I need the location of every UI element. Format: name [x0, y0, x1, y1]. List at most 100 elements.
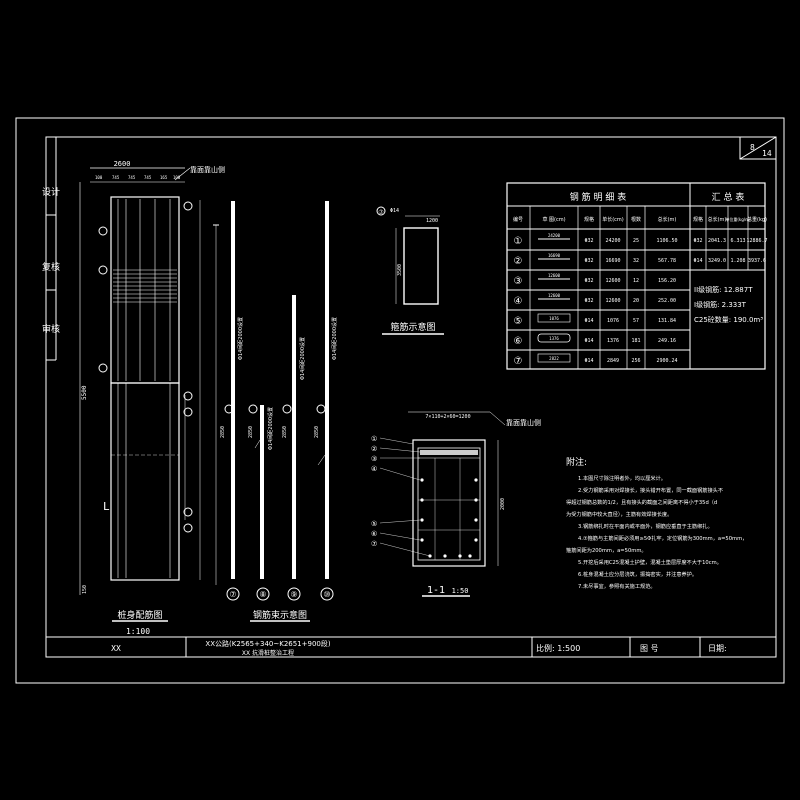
date-label: 日期: [708, 644, 727, 653]
summary-total: 2041.3 [708, 238, 726, 244]
rebar-header: 总长(m) [658, 216, 677, 223]
table-row: ④ 12600 Φ32 12600 20 252.00 [514, 293, 677, 307]
elevation-height-dim: 5500 [81, 385, 88, 400]
bar-10 [325, 201, 329, 579]
rebar-len: 1376 [607, 338, 619, 344]
scale-label: 比例: 1:500 [536, 643, 580, 653]
summary-total: 3249.0 [708, 258, 726, 264]
elevation-mid-label: L [103, 500, 110, 513]
summary-spec: Φ32 [693, 238, 702, 244]
drawing-no-label: 图 号 [640, 644, 659, 653]
summary-header: 总长(m) [708, 216, 727, 223]
bar-8 [260, 405, 264, 579]
stirrup-spec: Φ14 [390, 208, 399, 214]
strip-label-check: 复核 [42, 261, 60, 273]
note-line: 得超过钢筋总数的1/2，且有接头的截面之间距离不得小于35d（d [566, 498, 717, 506]
section-1-1: 7×110+2×60=1200 靠面靠山侧 2000 ① ② ③ ④ ⑤ ⑥ [371, 411, 541, 597]
rebar-len: 1076 [607, 318, 619, 324]
rebar-count: 256 [631, 358, 640, 364]
note-line: 为受力钢筋中较大直径），主筋有效焊接长度。 [566, 510, 672, 518]
stirrup-band [113, 269, 177, 303]
table-row: ③ 12600 Φ32 12600 12 156.20 [514, 273, 677, 287]
rebar-sketch: 16690 [548, 253, 561, 258]
bar-note-3: Φ14间距2000设置 [299, 337, 306, 380]
bar-note-1: Φ14间距2000设置 [237, 317, 244, 360]
elevation-sub-dims: 100 745 745 745 165 100 [95, 175, 181, 180]
rebar-sketch: 1076 [549, 316, 559, 321]
summary-weight: 3937.6 [748, 258, 766, 264]
left-strip: 设计 复核 审核 [42, 137, 60, 361]
summary-header: 单位重(kg/m) [725, 216, 751, 222]
project-line-1: XX公路(K2565+340~K2651+900段) [205, 639, 330, 648]
bar-label-3: ⑨ [290, 590, 297, 599]
bar-dim-4: 2850 [314, 426, 320, 438]
rebar-sketch: 24200 [548, 233, 561, 238]
rebar-no: ⑥ [514, 336, 523, 347]
rebar-spec: Φ14 [584, 358, 593, 364]
rebar-len: 16690 [605, 258, 620, 264]
rebar-spec: Φ14 [584, 338, 593, 344]
rebar-count: 25 [633, 238, 639, 244]
rebar-sketch: 12600 [548, 273, 561, 278]
section-outline [412, 439, 486, 567]
rebar-total: 156.20 [658, 278, 676, 284]
bar-label-2: ⑧ [259, 590, 266, 599]
rebar-sketch: 2822 [549, 356, 559, 361]
table-row: ② 16690 Φ32 16690 32 567.78 [514, 253, 677, 267]
section-side-label: 靠面靠山侧 [506, 418, 541, 427]
rebar-count: 12 [633, 278, 639, 284]
stirrup-shape [403, 227, 439, 305]
stirrup-sketch: ⑦ Φ14 1200 3500 箍筋示意图 [376, 206, 444, 335]
rebar-total: 2900.24 [656, 358, 677, 364]
elevation-bottom-dim: 150 [82, 585, 88, 594]
bar-note-4: Φ14间距2000设置 [331, 317, 338, 360]
table-row: ① 24200 Φ32 24200 25 1106.50 [514, 233, 678, 247]
bar-dim-2: 2850 [248, 426, 254, 438]
table-row: ⑦ 2822 Φ14 2849 256 2900.24 [514, 353, 678, 367]
rebar-no: ② [514, 256, 523, 267]
section-marker: ③ [371, 455, 377, 463]
note-line: 箍筋间距为200mm，a=50mm。 [566, 546, 647, 554]
rebar-count: 57 [633, 318, 639, 324]
elevation-side-label: 靠面靠山侧 [190, 165, 225, 174]
rebar-total: 567.78 [658, 258, 676, 264]
rebar-table-header: 编号 草 图(cm) 规格 单长(cm) 根数 总长(m) 规格 总长(m) 单… [513, 216, 767, 223]
bar-7 [231, 201, 235, 579]
rebar-spec: Φ32 [584, 258, 593, 264]
sub-dim: 100 [173, 175, 181, 180]
rebar-no: ① [514, 236, 523, 247]
summary-spec: Φ14 [693, 258, 702, 264]
outer-frame [15, 117, 785, 684]
sub-dim: 100 [95, 175, 103, 180]
stirrup-title: 箍筋示意图 [390, 321, 435, 333]
rebar-len: 24200 [605, 238, 620, 244]
section-marker: ⑦ [371, 540, 377, 548]
note-line: 1.本图尺寸除注明者外，均以厘米计。 [578, 474, 666, 482]
summary-header: 规格 [693, 216, 703, 223]
pile-elevation: 2600 100 745 745 745 165 100 靠面靠山侧 [79, 160, 225, 636]
table-row: ⑤ 1076 Φ14 1076 57 131.84 [514, 313, 676, 327]
bar-label-1: ⑦ [229, 590, 236, 599]
sub-dim: 745 [128, 175, 136, 180]
summary-line: II级钢筋: 12.887T [694, 285, 753, 294]
rebar-no: ④ [514, 296, 523, 307]
section-marker: ⑤ [371, 520, 377, 528]
rebar-header: 单长(cm) [602, 216, 624, 223]
sub-dim: 165 [160, 175, 168, 180]
rebar-sketch: 1376 [549, 336, 559, 341]
stirrup-top-dim: 1200 [426, 218, 438, 224]
rebar-len: 12600 [605, 278, 620, 284]
section-marker: ④ [371, 465, 377, 473]
rebar-count: 20 [633, 298, 639, 304]
rebar-header: 编号 [513, 216, 523, 223]
bar-note-2: Φ14间距2000设置 [267, 407, 274, 450]
elevation-top-dim: 2600 [114, 160, 131, 168]
section-markers: ① ② ③ ④ ⑤ ⑥ ⑦ [371, 435, 377, 548]
note-line: 7.未尽事宜，参照有关施工规范。 [578, 582, 656, 590]
rebar-total: 131.84 [658, 318, 676, 324]
title-block: XX XX公路(K2565+340~K2651+900段) XX 抗滑桩整治工程… [46, 636, 776, 657]
bar-dim-1: 2850 [220, 426, 226, 438]
summary-unit: 1.208 [730, 258, 745, 264]
notes-title: 附注: [566, 456, 587, 468]
